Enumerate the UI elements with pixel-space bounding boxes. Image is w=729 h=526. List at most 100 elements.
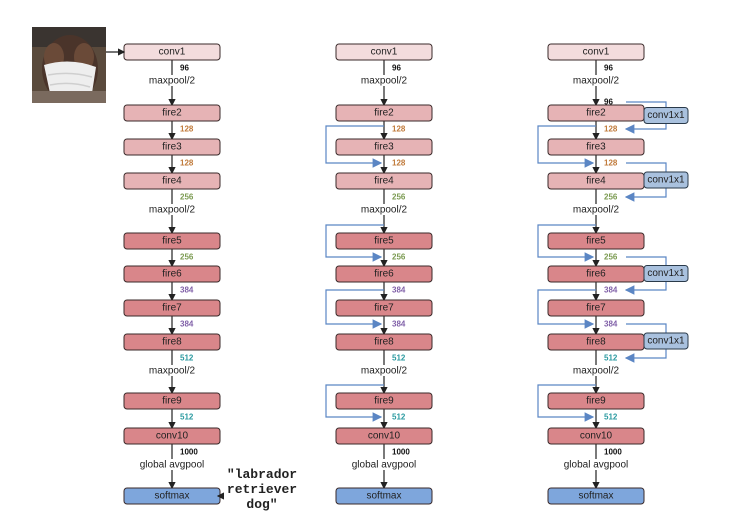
- channel-count-conv10: 1000: [604, 448, 622, 457]
- layer-fire9-box[interactable]: [335, 392, 433, 410]
- layer-fire9-box[interactable]: [123, 392, 221, 410]
- op-label-fire4: maxpool/2: [149, 205, 196, 216]
- layer-fire3-label: fire3: [162, 142, 182, 153]
- conv1x1-label-fire4: conv1x1: [647, 175, 685, 186]
- op-label-bg: [344, 204, 424, 215]
- channel-count-fire4: 256: [604, 193, 618, 202]
- layer-fire5-label: fire5: [374, 236, 394, 247]
- layer-softmax-box[interactable]: [547, 487, 645, 505]
- simple-bypass-fire5: [537, 224, 596, 262]
- channel-count-fire2: 128: [392, 125, 406, 134]
- layer-fire5-box[interactable]: [547, 232, 645, 250]
- layer-softmax-label: softmax: [366, 491, 401, 502]
- layer-fire7-label: fire7: [374, 303, 394, 314]
- simple-bypass-fire7: [325, 289, 384, 329]
- channel-count-fire7: 384: [180, 320, 194, 329]
- output-prediction-line: retriever: [227, 482, 297, 497]
- op-label-conv10: global avgpool: [140, 460, 205, 471]
- channel-count-fire3: 128: [392, 159, 406, 168]
- channel-count-fire6: 384: [392, 286, 406, 295]
- op-label-conv1: maxpool/2: [573, 76, 620, 87]
- layer-conv10-box[interactable]: [335, 427, 433, 445]
- channel-count-fire2: 128: [604, 125, 618, 134]
- layer-fire2-label: fire2: [586, 108, 606, 119]
- conv1x1-box-fire2[interactable]: [643, 107, 689, 124]
- channel-count-fire6: 384: [604, 286, 618, 295]
- layer-fire7-box[interactable]: [547, 299, 645, 317]
- layer-fire7-box[interactable]: [123, 299, 221, 317]
- layer-fire2-label: fire2: [162, 108, 182, 119]
- layer-fire8-box[interactable]: [335, 333, 433, 351]
- layer-fire3-label: fire3: [586, 142, 606, 153]
- op-label-bg: [344, 365, 424, 376]
- layer-fire6-label: fire6: [374, 269, 394, 280]
- layer-fire3-box[interactable]: [547, 138, 645, 156]
- layer-fire9-label: fire9: [586, 396, 606, 407]
- layer-fire3-box[interactable]: [123, 138, 221, 156]
- layer-fire8-box[interactable]: [123, 333, 221, 351]
- layer-fire4-label: fire4: [162, 176, 182, 187]
- layer-fire6-label: fire6: [586, 269, 606, 280]
- layer-fire7-label: fire7: [162, 303, 182, 314]
- channel-count-conv1: 96: [392, 64, 401, 73]
- channel-count-fire3: 128: [180, 159, 194, 168]
- layer-conv10-box[interactable]: [123, 427, 221, 445]
- layer-fire6-box[interactable]: [123, 265, 221, 283]
- op-label-bg: [132, 204, 212, 215]
- channel-count-conv1: 96: [604, 64, 613, 73]
- simple-bypass-fire7: [537, 289, 596, 329]
- channel-count-conv10: 1000: [392, 448, 410, 457]
- layer-fire8-label: fire8: [586, 337, 606, 348]
- output-prediction-line: dog": [246, 497, 277, 512]
- channel-count-fire7: 384: [392, 320, 406, 329]
- conv1x1-box-fire6[interactable]: [643, 265, 689, 282]
- op-label-bg: [556, 365, 636, 376]
- simple-bypass-fire3: [537, 125, 596, 168]
- layer-fire6-box[interactable]: [335, 265, 433, 283]
- layer-fire9-label: fire9: [374, 396, 394, 407]
- layer-fire4-label: fire4: [586, 176, 606, 187]
- channel-count-fire5: 256: [392, 253, 406, 262]
- layer-fire2-label: fire2: [374, 108, 394, 119]
- op-label-bg: [132, 75, 212, 86]
- conv1x1-box-fire8[interactable]: [643, 332, 689, 350]
- op-label-conv10: global avgpool: [352, 460, 417, 471]
- conv1x1-label-fire2: conv1x1: [647, 110, 685, 121]
- channel-count-fire4: 256: [392, 193, 406, 202]
- layer-conv1-box[interactable]: [335, 43, 433, 61]
- layer-conv1-box[interactable]: [547, 43, 645, 61]
- conv1x1-box-fire4[interactable]: [643, 171, 689, 189]
- channel-count-fire3: 128: [604, 159, 618, 168]
- simple-bypass-fire5: [325, 224, 384, 262]
- channel-count-fire8: 512: [392, 354, 406, 363]
- layer-conv10-box[interactable]: [547, 427, 645, 445]
- layer-fire5-box[interactable]: [123, 232, 221, 250]
- op-label-fire4: maxpool/2: [361, 205, 408, 216]
- layer-fire6-label: fire6: [162, 269, 182, 280]
- layer-fire4-box[interactable]: [123, 172, 221, 190]
- conv1x1-label-fire6: conv1x1: [647, 268, 685, 279]
- op-label-bg: [344, 459, 424, 470]
- layer-fire2-box[interactable]: [335, 104, 433, 122]
- layer-fire9-box[interactable]: [547, 392, 645, 410]
- layer-fire8-label: fire8: [374, 337, 394, 348]
- layer-conv10-label: conv10: [368, 431, 401, 442]
- channel-count-pool1: 96: [604, 98, 613, 107]
- layer-softmax-label: softmax: [578, 491, 613, 502]
- op-label-bg: [556, 204, 636, 215]
- op-label-bg: [132, 459, 212, 470]
- channel-count-conv10: 1000: [180, 448, 198, 457]
- layer-fire3-box[interactable]: [335, 138, 433, 156]
- layer-fire2-box[interactable]: [123, 104, 221, 122]
- layer-fire7-box[interactable]: [335, 299, 433, 317]
- channel-count-conv1: 96: [180, 64, 189, 73]
- layer-fire4-box[interactable]: [335, 172, 433, 190]
- simple-bypass-fire9: [325, 384, 384, 422]
- channel-count-fire4: 256: [180, 193, 194, 202]
- op-label-bg: [556, 75, 636, 86]
- output-prediction-line: "labrador: [227, 467, 297, 482]
- layer-fire8-label: fire8: [162, 337, 182, 348]
- layer-softmax-box[interactable]: [335, 487, 433, 505]
- layer-fire5-box[interactable]: [335, 232, 433, 250]
- op-label-conv10: global avgpool: [564, 460, 629, 471]
